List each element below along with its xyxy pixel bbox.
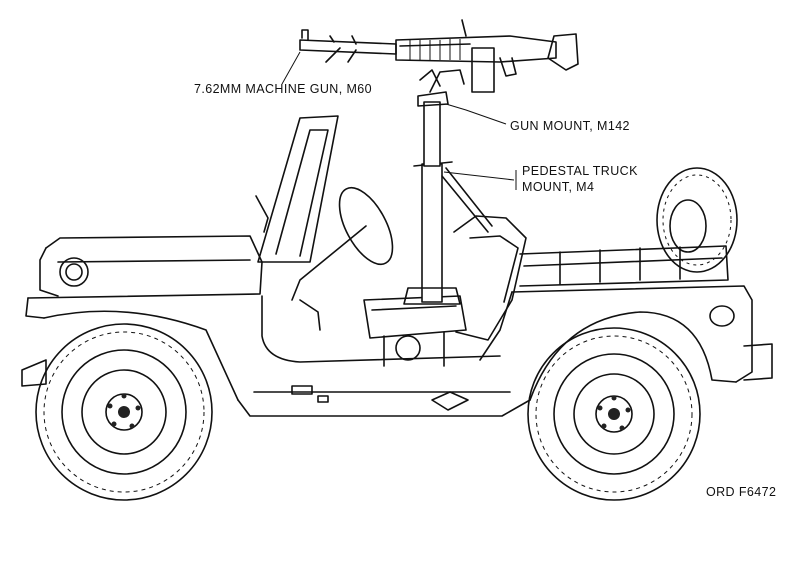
machine-gun [299,19,579,93]
windshield [255,115,339,263]
spare-tire [656,167,738,273]
seat [363,215,527,367]
label-pedestal-line1: PEDESTAL TRUCK [522,164,638,178]
pedestal-truck-mount [403,161,493,305]
label-pedestal-line2: MOUNT, M4 [522,180,595,194]
leader-pedestal [443,171,515,181]
label-gun-mount: GUN MOUNT, M142 [510,119,630,133]
gun-mount [417,69,465,167]
label-machine-gun: 7.62MM MACHINE GUN, M60 [194,82,372,96]
cargo-rack [519,245,729,287]
front-wheel [35,323,213,501]
leader-gun-mount [445,103,507,125]
leader-machine-gun [281,51,301,85]
steering-wheel [291,186,394,331]
rear-wheel [527,327,701,501]
figure-code: ORD F6472 [706,485,777,499]
vehicle-body [21,235,773,417]
